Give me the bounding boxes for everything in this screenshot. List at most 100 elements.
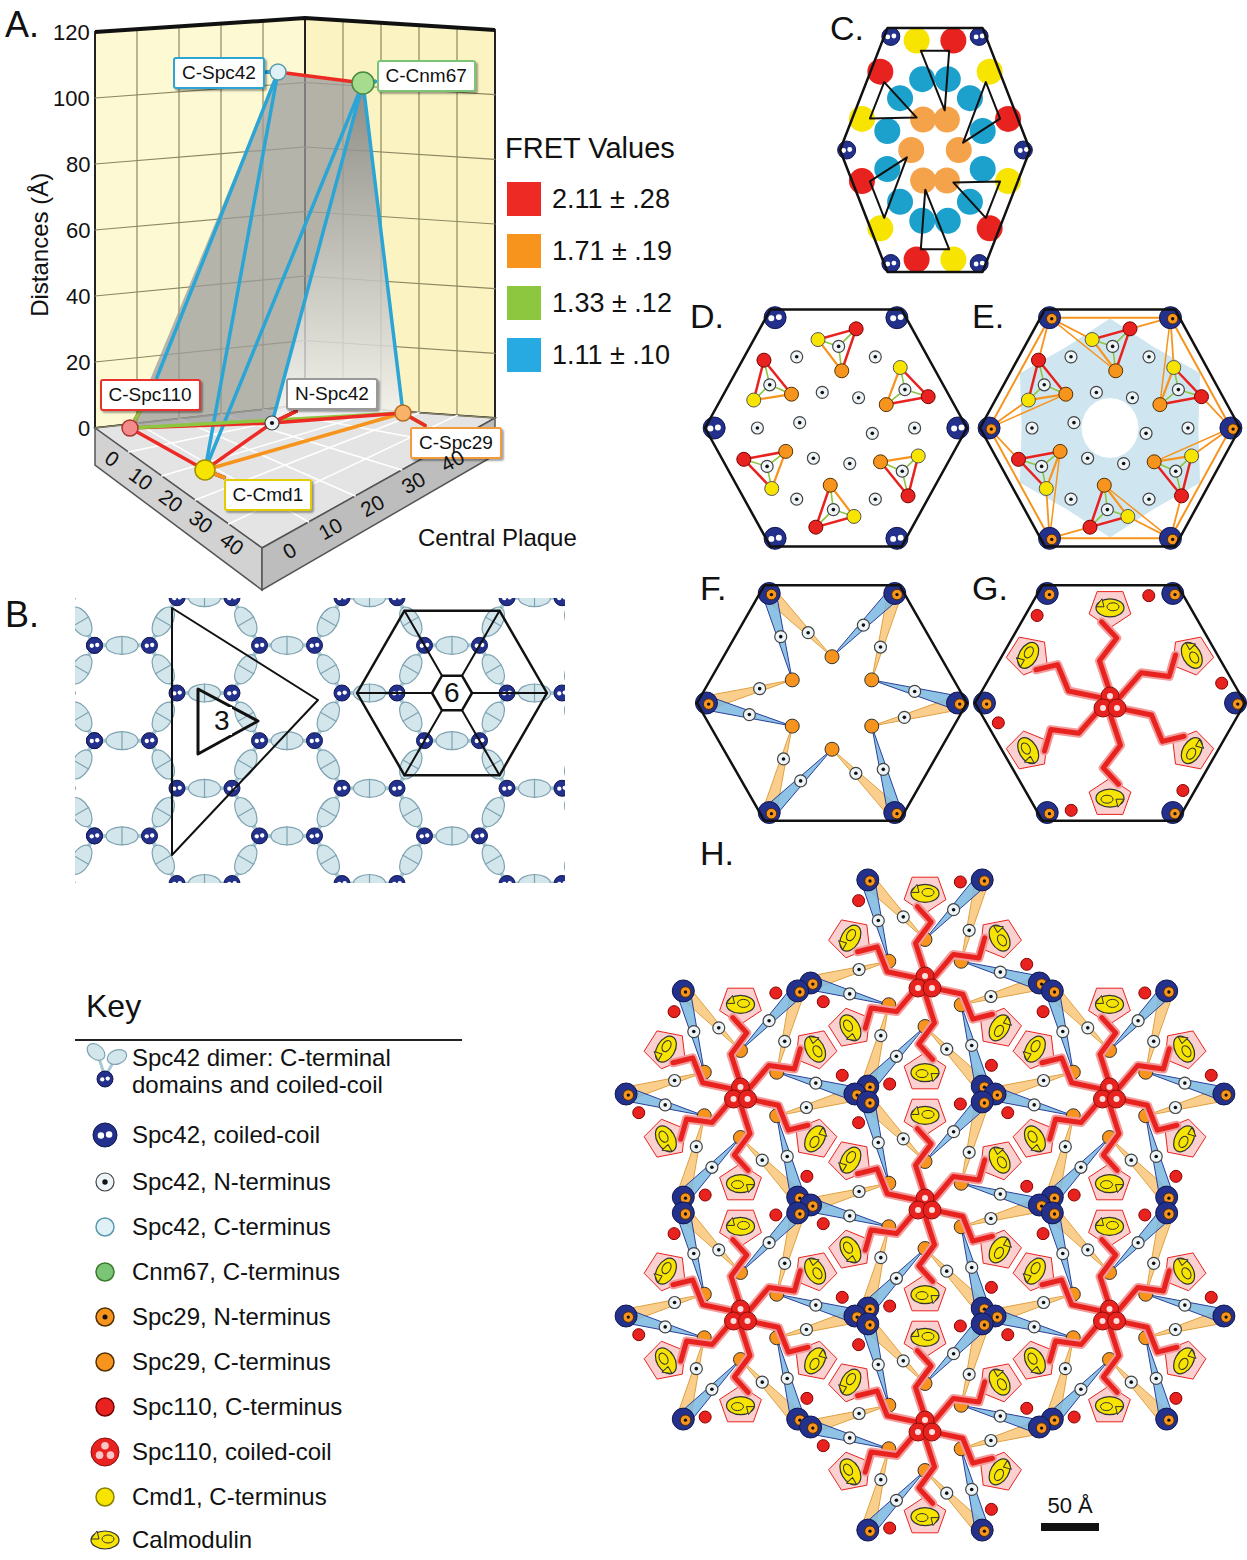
spc29-c-terminus [879,398,893,412]
calmodulin [1096,789,1124,807]
spc42-n-terminus [1183,1081,1187,1085]
spc110-c-terminus [1083,520,1097,534]
spc29-n-terminus [1171,538,1174,541]
spc42-n-terminus [820,391,824,395]
calmodulin [836,1161,847,1172]
spc42-dimer [436,827,468,845]
calmodulin [836,1455,866,1488]
spc42-n-terminus [785,1377,789,1381]
calmodulin [985,1366,1015,1399]
spc29-domain [910,106,936,132]
spc110-coiled-coil [922,1195,928,1201]
spc110-arm [1045,708,1101,751]
spc42-n-terminus [1086,1248,1090,1252]
spc42-n-terminus [941,1487,953,1499]
spc42-dimer [155,665,171,674]
spc42-coiled-coil [307,637,323,653]
spc110-c-terminus [1139,1209,1151,1221]
spc110-arm [1100,1240,1116,1306]
spc110-arm [681,1321,732,1361]
spc42-n-terminus [765,465,769,469]
spc110-arm [919,993,935,1059]
calmodulin [1177,639,1207,672]
spc42-coiled-coil [947,692,969,714]
spc42-n-terminus [795,775,807,787]
spc42-n-terminus [775,631,787,643]
fret-line [1170,428,1230,538]
spc29-n-terminus [1049,1415,1060,1426]
spc110-arm [865,988,916,1028]
spc42-n-terminus [756,1154,768,1166]
spc29-n-terminus [684,1419,687,1422]
arrow-triangle [870,157,907,218]
spc42-n-terminus [1106,508,1110,512]
spc42-dimer [519,779,551,797]
calmodulin [911,884,939,902]
spc110-arm [934,1160,985,1200]
calmodulin [1185,747,1198,761]
spc110-arm [865,1432,916,1472]
spc29-n-terminus [680,1209,691,1220]
arrow-triangle [921,51,949,111]
spc42-coiled-coil [857,1091,879,1113]
spc110-arm [1100,622,1117,692]
fret-line [1050,318,1116,371]
spc42-n-terminus [767,1241,771,1245]
spc42-n-terminus [869,493,881,505]
spc42-dimer [451,732,452,750]
calmodulin [1013,734,1043,767]
spc42-n-terminus [899,384,911,396]
point-label: C-Spc42 [182,62,256,85]
calmodulin [1188,1349,1199,1360]
spc42-coiled-coil [90,739,94,743]
spc42-n-terminus [879,1034,883,1038]
spc42-n-terminus [948,904,960,916]
spc42-n-terminus [270,421,274,425]
calmodulin [800,1033,830,1066]
spc29-n-terminus [983,1323,986,1326]
spc42-n-terminus [673,1301,677,1305]
calmodulin [1020,1033,1050,1066]
spc110-arm [1119,708,1184,741]
spc29-n-terminus [985,702,988,705]
spc42-dimer [320,808,336,817]
spc110-arm [858,1391,917,1422]
axis-tick: 100 [53,86,90,111]
spc42-n-terminus [875,1252,887,1264]
spc29-c-terminus [874,455,888,469]
spc42-n-terminus [1032,1103,1036,1107]
spc42-n-terminus [690,1363,702,1375]
spc42-n-terminus [948,1126,960,1138]
spc42-n-terminus [1068,417,1080,429]
spc42-dimer [230,651,262,688]
spc29-n-terminus [996,1093,999,1096]
spc110-arm [1050,1099,1101,1139]
spc110-arm [934,938,985,978]
spc110-arm [934,988,993,1019]
spc42-n-terminus [810,1077,822,1089]
spc110-coiled-coil [1107,1084,1113,1090]
spc110-arm [681,1099,732,1139]
spc29-n-terminus [627,1093,630,1096]
spc42-n-terminus [800,1101,812,1113]
spc110-arm [749,1099,808,1130]
spc29-c-terminus [865,673,879,687]
spc110-calmodulin-region [904,1497,946,1533]
spc110-arm [731,1240,747,1306]
spc42-n-terminus [952,908,956,912]
spc42-n-terminus [710,1166,714,1170]
point-label: C-Cmd1 [233,484,304,507]
spc42-coiled-coil [227,598,231,600]
spc110-calmodulin-region [720,1386,762,1422]
calmodulin [1096,599,1104,607]
spc110-c-terminus [801,1392,813,1404]
spc42-n-terminus [1064,1367,1068,1371]
spc29-n-terminus [811,1426,814,1429]
spc110-c-terminus [1068,1411,1080,1423]
calmodulin [922,1332,934,1340]
spc29-c-terminus [823,478,837,492]
calmodulin [1026,1352,1039,1366]
spc42-n-terminus [999,970,1003,974]
spc42-dimer [560,746,565,783]
calmodulin [811,1266,824,1280]
